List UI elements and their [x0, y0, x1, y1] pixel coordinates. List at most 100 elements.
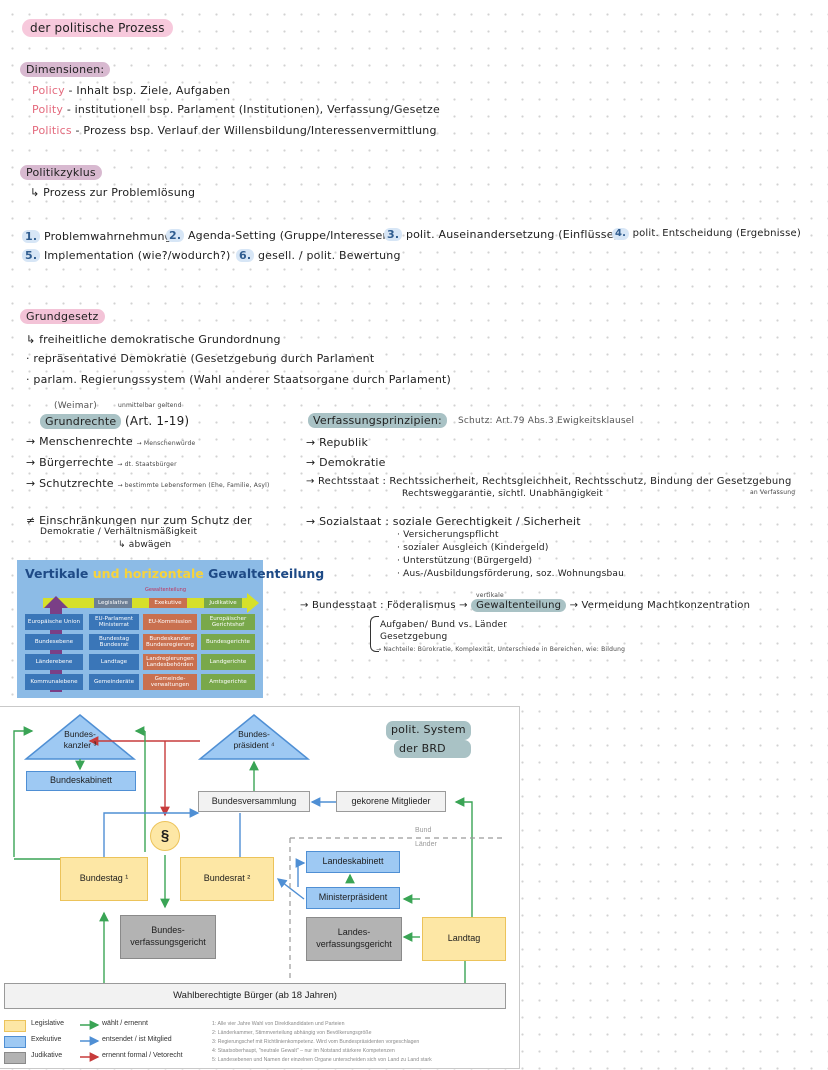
gw-kommunal-exekutive: Gemeinde- verwaltungen [143, 674, 197, 690]
grundgesetz-line-2: · repräsentative Demokratie (Gesetzgebun… [26, 352, 375, 365]
verfassung-bundesstaat: → Bundesstaat : Föderalismus → Gewaltent… [300, 599, 751, 612]
gw-level-kommunal: Kommunalebene [25, 674, 83, 690]
verfassung-rechtsstaat-3: an Verfassung [750, 489, 796, 496]
buerger-box: Wahlberechtigte Bürger (ab 18 Jahren) [4, 983, 506, 1009]
gw-level-laender: Länderebene [25, 654, 83, 670]
gw-kommunal-legislative: Gemeinderäte [89, 674, 139, 690]
bundestag-box: Bundestag ¹ [60, 857, 148, 901]
grundgesetz-line-1: ↳ freiheitliche demokratische Grundordnu… [26, 333, 281, 346]
sozial-item-3: · Unterstützung (Bürgergeld) [397, 556, 533, 566]
footnote-1: 1: Alle vier Jahre Wahl von Direktkandid… [212, 1021, 345, 1027]
bundesstaat-bracket [370, 616, 379, 652]
legend-legislative-swatch [4, 1020, 26, 1032]
dimension-row-policy: Policy - Inhalt bsp. Ziele, Aufgaben [32, 84, 231, 97]
gekorene-mitglieder-box: gekorene Mitglieder [336, 791, 446, 812]
einschraenkung-line-1: ≠ Einschränkungen nur zum Schutz der [26, 514, 252, 527]
sozial-item-2: · sozialer Ausgleich (Kindergeld) [397, 543, 549, 553]
page-title: der politische Prozess [22, 19, 173, 38]
legend-entsendet: entsendet / ist Mitglied [102, 1036, 172, 1043]
einschraenkung-line-2: Demokratie / Verhältnismäßigkeit [40, 527, 198, 537]
zyklus-step-1: 1. Problemwahrnehmung [22, 230, 172, 244]
political-system-diagram: Bundes- kanzler ³ Bundes- präsident ⁴ po… [0, 706, 520, 1069]
laender-label: Länder [415, 841, 437, 848]
gw-bund-judikative: Bundesgerichte [201, 634, 255, 650]
grundrechte-item-menschen: → Menschenrechte → Menschenwürde [26, 435, 196, 448]
gw-horizontal-arrow-head [247, 593, 259, 613]
abwaegen: ↳ abwägen [118, 540, 172, 550]
gw-eu-legislative: EU-Parlament Ministerrat [89, 614, 139, 630]
gw-kommunal-judikative: Amtsgerichte [201, 674, 255, 690]
grundrechte-heading: Grundrechte (Art. 1-19) [40, 414, 189, 429]
verfassung-sozialstaat: → Sozialstaat : soziale Gerechtigkeit / … [306, 515, 581, 528]
grundrechte-item-schutz: → Schutzrechte → bestimmte Lebensformen … [26, 477, 270, 490]
bundesstaat-aufgaben: Aufgaben/ Bund vs. Länder [380, 620, 508, 630]
legend-legislative: Legislative [31, 1020, 65, 1027]
gw-bund-legislative: Bundestag Bundesrat [89, 634, 139, 650]
bundesstaat-nachteile: → Nachteile: Bürokratie, Komplexität, Un… [376, 646, 626, 653]
gw-laender-exekutive: Landregierungen Landesbehörden [143, 654, 197, 670]
bundeskabinett-box: Bundeskabinett [26, 771, 136, 791]
sozial-item-1: · Versicherungspflicht [397, 530, 499, 540]
zyklus-sub: ↳ Prozess zur Problemlösung [30, 186, 196, 199]
zyklus-step-3: 3. polit. Auseinandersetzung (Einflüsse) [384, 228, 618, 242]
footnote-3: 3: Regierungschef mit Richtlinienkompete… [212, 1039, 420, 1045]
verfassung-heading: Verfassungsprinzipien: [308, 413, 447, 428]
weimar-note: (Weimar) [54, 401, 98, 411]
gewaltenteilung-figure: Vertikale und horizontale Gewaltenteilun… [17, 560, 324, 698]
verfassung-demokratie: → Demokratie [306, 456, 386, 469]
landesverfg-box: Landes- verfassungsgericht [306, 917, 402, 961]
gw-arrow-note: Gewaltenteilung [145, 587, 187, 593]
grundgesetz-line-3: · parlam. Regierungssystem (Wahl anderer… [26, 373, 452, 386]
verfassung-rechtsstaat: → Rechtsstaat : Rechtssicherheit, Rechts… [306, 476, 792, 487]
verfassung-rechtsstaat-2: Rechtsweggarantie, sichtl. Unabhängigkei… [402, 489, 603, 499]
bverfg-box: Bundes- verfassungsgericht [120, 915, 216, 959]
zyklus-step-6: 6. gesell. / polit. Bewertung [236, 249, 401, 263]
sozial-item-4: · Aus-/Ausbildungsförderung, soz. Wohnun… [397, 569, 625, 579]
zyklus-heading: Politikzyklus [20, 165, 102, 181]
gw-head-legislative: Legislative [94, 598, 132, 608]
gw-laender-legislative: Landtage [89, 654, 139, 670]
praesident-triangle [197, 714, 311, 760]
legend-exekutive: Exekutive [31, 1036, 62, 1043]
gw-level-eu: Europäische Union [25, 614, 83, 630]
gw-level-bund: Bundesebene [25, 634, 83, 650]
kanzler-label: Bundes- kanzler ³ [63, 729, 97, 750]
gw-head-judikative: Judikative [204, 598, 242, 608]
diagram-arrows [13, 714, 502, 1062]
dimension-row-politics: Politics - Prozess bsp. Verlauf der Will… [32, 124, 437, 137]
zyklus-step-4: 4. polit. Entscheidung (Ergebnisse) [612, 228, 801, 240]
legend-waehlt: wählt / ernennt [102, 1020, 148, 1027]
bundesversammlung-box: Bundesversammlung [198, 791, 310, 812]
gw-vertical-arrow-head [44, 596, 68, 608]
grundrechte-item-buerger: → Bürgerrechte → dt. Staatsbürger [26, 456, 177, 469]
unmittelbar-note: unmittelbar geltend [118, 402, 182, 409]
dimensions-heading: Dimensionen: [20, 62, 111, 78]
verfassung-republik: → Republik [306, 436, 369, 449]
verfassung-schutz: Schutz: Art.79 Abs.3 Ewigkeitsklausel [458, 416, 635, 426]
legend-judikative-swatch [4, 1052, 26, 1064]
ministerpraesident-box: Ministerpräsident [306, 887, 400, 909]
paragraph-circle: § [150, 821, 180, 851]
bundesstaat-gesetzgebung: Gesetzgebung [380, 632, 448, 642]
gw-bund-exekutive: Bundeskanzler Bundesregierung [143, 634, 197, 650]
diagram-note: polit. System der BRD [386, 721, 471, 758]
legend-judikative: Judikative [31, 1052, 63, 1059]
bundesrat-box: Bundesrat ² [180, 857, 274, 901]
bund-label: Bund [415, 827, 432, 834]
gw-head-exekutive: Exekutive [149, 598, 187, 608]
praesident-label: Bundes- präsident ⁴ [233, 729, 275, 750]
legend-exekutive-swatch [4, 1036, 26, 1048]
gw-title: Vertikale und horizontale Gewaltenteilun… [25, 566, 325, 581]
gw-eu-exekutive: EU-Kommission [143, 614, 197, 630]
zyklus-step-5: 5. Implementation (wie?/wodurch?) [22, 249, 231, 263]
gw-laender-judikative: Landgerichte [201, 654, 255, 670]
footnote-2: 2: Länderkammer, Stimmverteilung abhängi… [212, 1030, 372, 1036]
dimension-row-polity: Polity - institutionell bsp. Parlament (… [32, 103, 440, 116]
zyklus-step-2: 2. Agenda-Setting (Gruppe/Interessen) [166, 229, 394, 243]
gw-horizontal-arrow [43, 598, 249, 608]
footnote-5: 5: Landesebenen und Namen der einzelnen … [212, 1057, 432, 1063]
landtag-box: Landtag [422, 917, 506, 961]
legend-ernennt: ernennt formal / Vetorecht [102, 1052, 183, 1059]
footnote-4: 4: Staatsoberhaupt, "neutrale Gewalt" – … [212, 1048, 395, 1054]
landeskabinett-box: Landeskabinett [306, 851, 400, 873]
